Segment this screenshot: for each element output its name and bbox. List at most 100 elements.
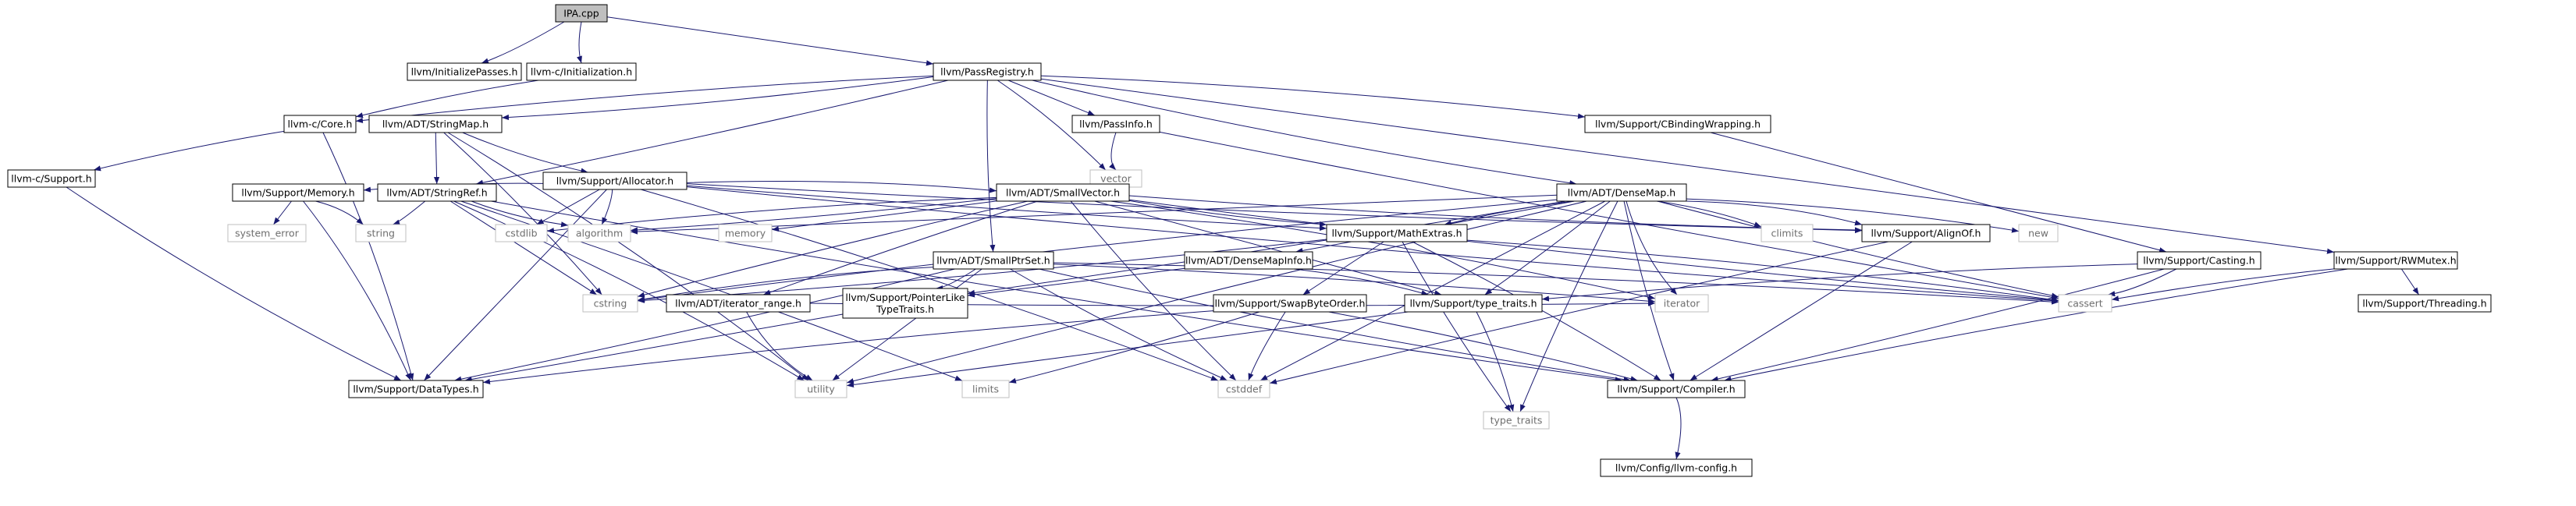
node-label-ccore: llvm-c/Core.h bbox=[288, 119, 353, 130]
node-ipa[interactable]: IPA.cpp bbox=[555, 4, 608, 23]
node-csupport[interactable]: llvm-c/Support.h bbox=[7, 169, 96, 188]
node-stringref[interactable]: llvm/ADT/StringRef.h bbox=[377, 183, 497, 202]
node-box-threading bbox=[2357, 294, 2492, 313]
edge-stringmap-to-utility bbox=[447, 132, 809, 381]
node-mathextras[interactable]: llvm/Support/MathExtras.h bbox=[1326, 224, 1468, 242]
node-label-stringref: llvm/ADT/StringRef.h bbox=[386, 187, 487, 199]
node-cinit[interactable]: llvm-c/Initialization.h bbox=[526, 62, 637, 81]
node-label-utility: utility bbox=[807, 384, 835, 395]
node-box-cstddef bbox=[1217, 380, 1270, 398]
node-label-cinit: llvm-c/Initialization.h bbox=[531, 66, 632, 78]
edge-typetraits-to-type_traits_sys bbox=[1476, 311, 1515, 412]
node-smallptrset[interactable]: llvm/ADT/SmallPtrSet.h bbox=[933, 251, 1054, 270]
edge-casting-to-typetraits bbox=[1541, 264, 2138, 302]
edge-cbinding-to-casting bbox=[1710, 132, 2167, 253]
node-memory: memory bbox=[718, 224, 773, 242]
node-box-iterator bbox=[1654, 294, 1709, 313]
node-label-mathextras: llvm/Support/MathExtras.h bbox=[1331, 228, 1462, 239]
node-ccore[interactable]: llvm-c/Core.h bbox=[283, 115, 357, 133]
node-box-smallptrset bbox=[933, 251, 1054, 270]
node-label-compiler: llvm/Support/Compiler.h bbox=[1617, 384, 1735, 395]
edge-rwmutex-to-threading bbox=[2400, 268, 2420, 295]
node-label-rwmutex: llvm/Support/RWMutex.h bbox=[2335, 255, 2456, 267]
edge-alignof-to-cstddef bbox=[1269, 241, 1889, 384]
edge-passreg-to-stringmap bbox=[501, 76, 934, 121]
node-label-system_error: system_error bbox=[235, 228, 300, 239]
node-alignof[interactable]: llvm/Support/AlignOf.h bbox=[1861, 224, 1991, 242]
edge-rwmutex-to-cassert bbox=[2111, 268, 2335, 302]
edge-csupport-to-datatypes bbox=[66, 186, 402, 381]
node-threading[interactable]: llvm/Support/Threading.h bbox=[2357, 294, 2492, 313]
edge-passreg-to-rwmutex bbox=[1040, 78, 2335, 254]
edge-densemap-to-compiler bbox=[1623, 200, 1675, 381]
edge-smallptrset-to-cstddef bbox=[1010, 268, 1228, 381]
node-label-smallvector: llvm/ADT/SmallVector.h bbox=[1006, 187, 1120, 199]
edge-smallvector-to-iterator bbox=[1110, 200, 1656, 300]
node-passinfo[interactable]: llvm/PassInfo.h bbox=[1071, 115, 1160, 133]
node-swapbyte[interactable]: llvm/Support/SwapByteOrder.h bbox=[1213, 294, 1367, 313]
node-memory_h[interactable]: llvm/Support/Memory.h bbox=[232, 183, 364, 202]
node-initpasses[interactable]: llvm/InitializePasses.h bbox=[407, 62, 522, 81]
edge-alignof-to-compiler bbox=[1690, 241, 1913, 381]
node-stringmap[interactable]: llvm/ADT/StringMap.h bbox=[368, 115, 503, 133]
node-box-cstdlib bbox=[495, 224, 548, 242]
node-label-datatypes: llvm/Support/DataTypes.h bbox=[353, 384, 478, 395]
node-box-climits bbox=[1761, 224, 1814, 242]
node-box-alignof bbox=[1861, 224, 1991, 242]
node-iter_range[interactable]: llvm/ADT/iterator_range.h bbox=[666, 294, 811, 313]
edge-allocator-to-alignof bbox=[686, 183, 1863, 234]
node-box-smallvector bbox=[996, 183, 1130, 202]
edge-smallvector-to-cstring bbox=[637, 200, 1029, 298]
node-label-smallptrset: llvm/ADT/SmallPtrSet.h bbox=[936, 255, 1050, 267]
edge-densemap-to-climits bbox=[1656, 200, 1762, 228]
node-cbinding[interactable]: llvm/Support/CBindingWrapping.h bbox=[1584, 115, 1771, 133]
edge-stringref-to-utility bbox=[453, 200, 805, 381]
node-label-cstdlib: cstdlib bbox=[505, 228, 537, 239]
node-system_error: system_error bbox=[227, 224, 307, 242]
edge-smallvector-to-cassert bbox=[1128, 199, 2059, 303]
edge-smallvector-to-memory bbox=[771, 200, 997, 232]
edge-smallptrset-to-iterator bbox=[1053, 264, 1656, 304]
node-densemapinfo[interactable]: llvm/ADT/DenseMapInfo.h bbox=[1184, 251, 1313, 270]
node-label-type_traits_sys: type_traits bbox=[1491, 415, 1543, 426]
edge-passreg-to-smallptrset bbox=[986, 80, 996, 253]
node-llvmconfig[interactable]: llvm/Config/llvm-config.h bbox=[1600, 458, 1753, 477]
node-utility: utility bbox=[794, 380, 847, 398]
node-label-allocator: llvm/Support/Allocator.h bbox=[556, 175, 673, 187]
node-passreg[interactable]: llvm/PassRegistry.h bbox=[933, 62, 1042, 81]
edge-mathextras-to-type_traits_sys bbox=[1402, 241, 1512, 412]
edge-allocator-to-algorithm bbox=[601, 189, 613, 225]
node-densemap[interactable]: llvm/ADT/DenseMap.h bbox=[1556, 183, 1687, 202]
node-label-threading: llvm/Support/Threading.h bbox=[2362, 298, 2486, 310]
node-smallvector[interactable]: llvm/ADT/SmallVector.h bbox=[996, 183, 1130, 202]
node-type_traits_sys: type_traits bbox=[1483, 411, 1550, 430]
edge-densemap-to-utility bbox=[846, 200, 1587, 384]
node-box-iter_range bbox=[666, 294, 811, 313]
node-typetraits[interactable]: llvm/Support/type_traits.h bbox=[1404, 294, 1543, 313]
node-rwmutex[interactable]: llvm/Support/RWMutex.h bbox=[2333, 251, 2458, 270]
edge-swapbyte-to-cstddef bbox=[1248, 311, 1286, 381]
edge-passinfo-to-cassert bbox=[1159, 131, 2059, 300]
edge-allocator-to-cassert bbox=[686, 186, 2059, 304]
node-string: string bbox=[355, 224, 407, 242]
edge-passreg-to-passinfo bbox=[1007, 80, 1096, 116]
edge-ptrlike-to-datatypes bbox=[464, 313, 844, 382]
node-allocator[interactable]: llvm/Support/Allocator.h bbox=[542, 172, 688, 190]
node-label-iterator: iterator bbox=[1664, 298, 1700, 310]
node-box-initpasses bbox=[407, 62, 522, 81]
edge-ccore-to-datatypes bbox=[322, 132, 414, 381]
edge-memory_h-to-datatypes bbox=[303, 200, 411, 381]
node-new: new bbox=[2018, 224, 2059, 242]
node-datatypes[interactable]: llvm/Support/DataTypes.h bbox=[348, 380, 484, 398]
node-label-memory: memory bbox=[725, 228, 766, 239]
edge-typetraits-to-utility bbox=[846, 311, 1409, 388]
node-box-stringmap bbox=[368, 115, 503, 133]
edge-mathextras-to-cstring bbox=[637, 239, 1327, 303]
node-compiler[interactable]: llvm/Support/Compiler.h bbox=[1607, 380, 1746, 398]
node-label-cstddef: cstddef bbox=[1226, 384, 1263, 395]
node-casting[interactable]: llvm/Support/Casting.h bbox=[2137, 251, 2262, 270]
node-label-typetraits: llvm/Support/type_traits.h bbox=[1409, 298, 1537, 310]
node-label-climits: climits bbox=[1771, 228, 1803, 239]
node-label-cbinding: llvm/Support/CBindingWrapping.h bbox=[1595, 119, 1761, 130]
